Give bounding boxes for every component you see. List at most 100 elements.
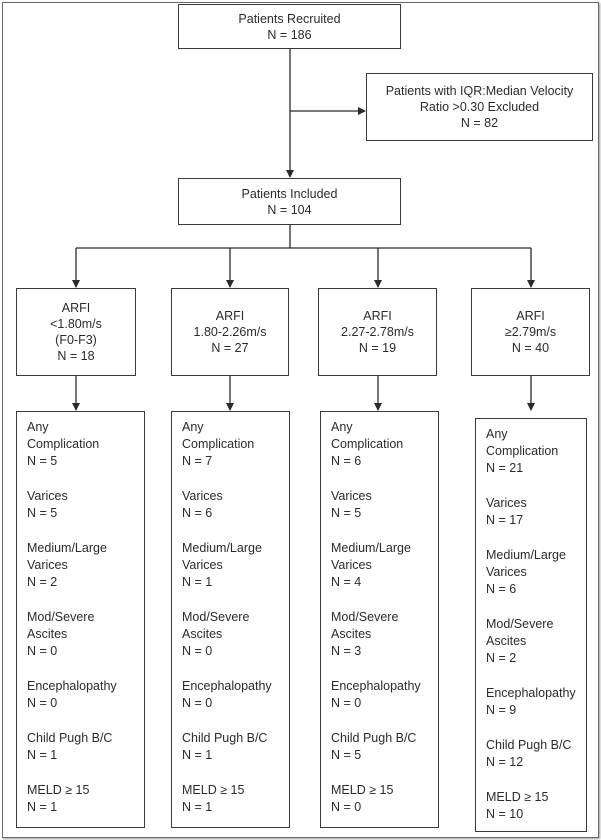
outcome-any-complication: Any Complication N = 21 xyxy=(486,426,586,477)
outcome-count: N = 7 xyxy=(182,454,213,468)
outcome-label: Varices xyxy=(486,496,527,510)
outcome-count: N = 10 xyxy=(486,807,524,821)
outcome-count: N = 5 xyxy=(27,506,58,520)
outcomes-box-4: Any Complication N = 21 Varices N = 17 M… xyxy=(475,418,587,832)
outcome-label: Encephalopathy xyxy=(27,679,117,693)
outcome-medium-large-varices: Medium/Large Varices N = 2 xyxy=(27,540,144,591)
outcome-varices: Varices N = 5 xyxy=(331,488,438,522)
outcome-meld: MELD ≥ 15 N = 1 xyxy=(27,782,144,816)
outcome-mod-severe-ascites: Mod/Severe Ascites N = 0 xyxy=(27,609,144,660)
arfi-box-3: ARFI 2.27-2.78m/s N = 19 xyxy=(318,288,437,376)
outcome-label: Mod/Severe xyxy=(182,610,250,624)
arfi-box-1: ARFI <1.80m/s (F0-F3) N = 18 xyxy=(16,288,136,376)
outcome-varices: Varices N = 6 xyxy=(182,488,289,522)
outcomes-box-3: Any Complication N = 6 Varices N = 5 Med… xyxy=(320,411,439,828)
outcome-label: MELD ≥ 15 xyxy=(182,783,245,797)
outcome-label: Medium/Large xyxy=(486,548,566,562)
outcome-medium-large-varices: Medium/Large Varices N = 4 xyxy=(331,540,438,591)
outcome-count: N = 1 xyxy=(27,800,58,814)
outcome-label: Medium/Large xyxy=(182,541,262,555)
outcome-encephalopathy: Encephalopathy N = 0 xyxy=(27,678,144,712)
excluded-label-line-2: Ratio >0.30 Excluded xyxy=(419,100,540,114)
excluded-count: N = 82 xyxy=(460,116,499,130)
outcome-label: Any xyxy=(486,427,508,441)
included-box: Patients Included N = 104 xyxy=(178,178,401,225)
included-count: N = 104 xyxy=(267,202,312,217)
outcome-label: Complication xyxy=(182,437,255,451)
outcome-count: N = 5 xyxy=(331,748,362,762)
outcome-count: N = 17 xyxy=(486,513,524,527)
outcome-label: Child Pugh B/C xyxy=(331,731,417,745)
arfi-4-title: ARFI xyxy=(516,309,545,323)
outcome-label: Mod/Severe xyxy=(27,610,95,624)
outcome-count: N = 4 xyxy=(331,575,362,589)
outcome-label: Child Pugh B/C xyxy=(486,738,572,752)
recruited-label: Patients Recruited xyxy=(238,11,341,26)
outcome-label: Encephalopathy xyxy=(331,679,421,693)
outcome-count: N = 0 xyxy=(27,696,58,710)
included-label: Patients Included xyxy=(241,186,338,201)
excluded-box: Patients with IQR:Median Velocity Ratio … xyxy=(366,73,593,141)
outcome-any-complication: Any Complication N = 5 xyxy=(27,419,144,470)
outcome-label: MELD ≥ 15 xyxy=(331,783,394,797)
outcome-label: Varices xyxy=(331,558,372,572)
recruited-count: N = 186 xyxy=(267,27,312,42)
outcomes-box-2: Any Complication N = 7 Varices N = 6 Med… xyxy=(171,411,290,828)
outcome-label: MELD ≥ 15 xyxy=(486,790,549,804)
outcome-count: N = 9 xyxy=(486,703,517,717)
outcome-label: Ascites xyxy=(27,627,68,641)
outcome-label: Varices xyxy=(182,489,223,503)
outcome-count: N = 5 xyxy=(331,506,362,520)
outcome-count: N = 21 xyxy=(486,461,524,475)
arfi-box-2: ARFI 1.80-2.26m/s N = 27 xyxy=(171,288,289,376)
arfi-1-stage: (F0-F3) xyxy=(55,333,97,347)
outcome-count: N = 6 xyxy=(182,506,213,520)
arfi-3-title: ARFI xyxy=(363,309,392,323)
outcome-label: Varices xyxy=(27,489,68,503)
outcome-child-pugh: Child Pugh B/C N = 1 xyxy=(27,730,144,764)
arfi-2-title: ARFI xyxy=(215,309,245,323)
outcome-count: N = 1 xyxy=(182,748,213,762)
outcome-count: N = 3 xyxy=(331,644,362,658)
recruited-box: Patients Recruited N = 186 xyxy=(178,4,401,49)
outcome-child-pugh: Child Pugh B/C N = 12 xyxy=(486,737,586,771)
outcome-varices: Varices N = 17 xyxy=(486,495,586,529)
outcome-label: Ascites xyxy=(331,627,372,641)
outcome-count: N = 2 xyxy=(486,651,517,665)
outcome-medium-large-varices: Medium/Large Varices N = 1 xyxy=(182,540,289,591)
outcome-label: Varices xyxy=(486,565,527,579)
outcome-label: Mod/Severe xyxy=(331,610,399,624)
outcome-count: N = 0 xyxy=(27,644,58,658)
outcome-label: Child Pugh B/C xyxy=(182,731,268,745)
outcome-label: Any xyxy=(182,420,204,434)
outcome-count: N = 0 xyxy=(182,644,213,658)
outcome-count: N = 6 xyxy=(331,454,362,468)
outcome-any-complication: Any Complication N = 7 xyxy=(182,419,289,470)
outcome-child-pugh: Child Pugh B/C N = 5 xyxy=(331,730,438,764)
arfi-box-4: ARFI ≥2.79m/s N = 40 xyxy=(471,288,590,376)
outcome-count: N = 12 xyxy=(486,755,524,769)
outcome-label: Mod/Severe xyxy=(486,617,554,631)
arfi-1-count: N = 18 xyxy=(57,349,95,363)
outcome-label: Any xyxy=(27,420,49,434)
outcome-label: Complication xyxy=(331,437,404,451)
outcome-meld: MELD ≥ 15 N = 1 xyxy=(182,782,289,816)
arfi-2-range: 1.80-2.26m/s xyxy=(193,325,267,339)
arfi-2-count: N = 27 xyxy=(211,341,249,355)
outcome-count: N = 0 xyxy=(331,696,362,710)
outcome-label: Varices xyxy=(331,489,372,503)
outcome-mod-severe-ascites: Mod/Severe Ascites N = 3 xyxy=(331,609,438,660)
outcome-count: N = 1 xyxy=(182,575,213,589)
excluded-label-line-1: Patients with IQR:Median Velocity xyxy=(385,84,574,98)
outcome-count: N = 1 xyxy=(27,748,58,762)
outcome-label: Ascites xyxy=(486,634,527,648)
outcome-label: Varices xyxy=(182,558,223,572)
arfi-1-title: ARFI xyxy=(61,301,91,315)
outcome-label: Child Pugh B/C xyxy=(27,731,113,745)
outcomes-box-1: Any Complication N = 5 Varices N = 5 Med… xyxy=(16,411,145,828)
outcome-count: N = 1 xyxy=(182,800,213,814)
outcome-mod-severe-ascites: Mod/Severe Ascites N = 0 xyxy=(182,609,289,660)
outcome-count: N = 5 xyxy=(27,454,58,468)
outcome-label: Encephalopathy xyxy=(486,686,576,700)
